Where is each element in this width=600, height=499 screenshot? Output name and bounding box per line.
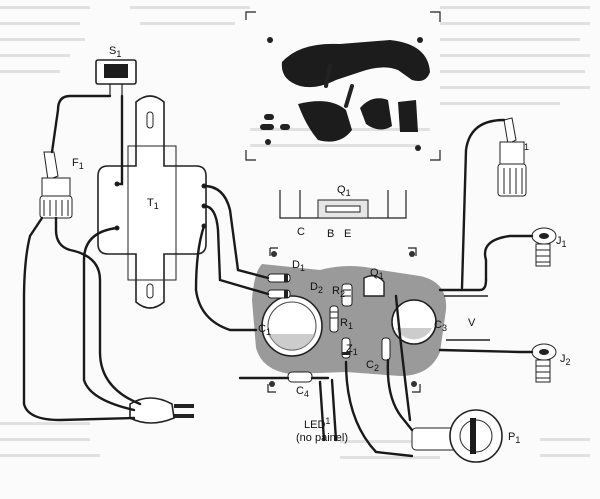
c1-label: C1 <box>258 323 271 337</box>
resistor-r1 <box>329 305 339 333</box>
transistor-q1-board <box>363 275 385 297</box>
capacitor-c2 <box>381 337 391 361</box>
capacitor-c4 <box>287 371 313 383</box>
pin-b-label: B <box>327 228 334 240</box>
transformer-t1 <box>97 95 207 309</box>
z1-label: Z1 <box>346 343 358 357</box>
r1-label: R1 <box>340 317 353 331</box>
r2-label: R2 <box>332 285 345 299</box>
heatsink-q1 <box>279 190 407 219</box>
f1-label: F1 <box>72 157 84 171</box>
capacitor-c3 <box>391 299 437 345</box>
fuse-holder-right <box>497 117 527 197</box>
c4-label: C4 <box>296 385 309 399</box>
led-note: (no painel) <box>296 432 348 444</box>
pcb-top-view <box>245 11 441 161</box>
v-label: V <box>468 317 476 329</box>
diode-d1 <box>267 273 291 283</box>
capacitor-c1 <box>261 295 323 357</box>
wiring <box>22 94 534 458</box>
fuse-right-label: 1 <box>524 142 529 152</box>
d2-label: D2 <box>310 281 323 295</box>
d1-label: D1 <box>292 259 305 273</box>
pin-e-label: E <box>344 228 351 240</box>
p1-label: P1 <box>508 431 520 445</box>
j1-label: J1 <box>556 235 567 249</box>
mains-plug <box>129 397 194 424</box>
fuse-holder-f1 <box>39 151 73 219</box>
potentiometer-p1 <box>411 409 503 463</box>
c2-label: C2 <box>366 359 379 373</box>
led-label: LED1 <box>304 416 330 431</box>
q1-board-label: Q1 <box>370 267 384 281</box>
zener-z1 <box>341 337 351 359</box>
c3-label: C3 <box>434 319 447 333</box>
background-text <box>0 6 590 459</box>
t1-label: T1 <box>147 197 159 211</box>
diode-d2 <box>267 289 291 299</box>
s1-label: S1 <box>109 45 121 59</box>
resistor-r2 <box>341 283 353 307</box>
j2-label: J2 <box>560 353 571 367</box>
jack-j1 <box>531 227 557 267</box>
pin-c-label: C <box>297 226 305 238</box>
jack-j2 <box>531 343 557 383</box>
switch-s1 <box>95 59 137 96</box>
q1-top-label: Q1 <box>337 184 351 198</box>
